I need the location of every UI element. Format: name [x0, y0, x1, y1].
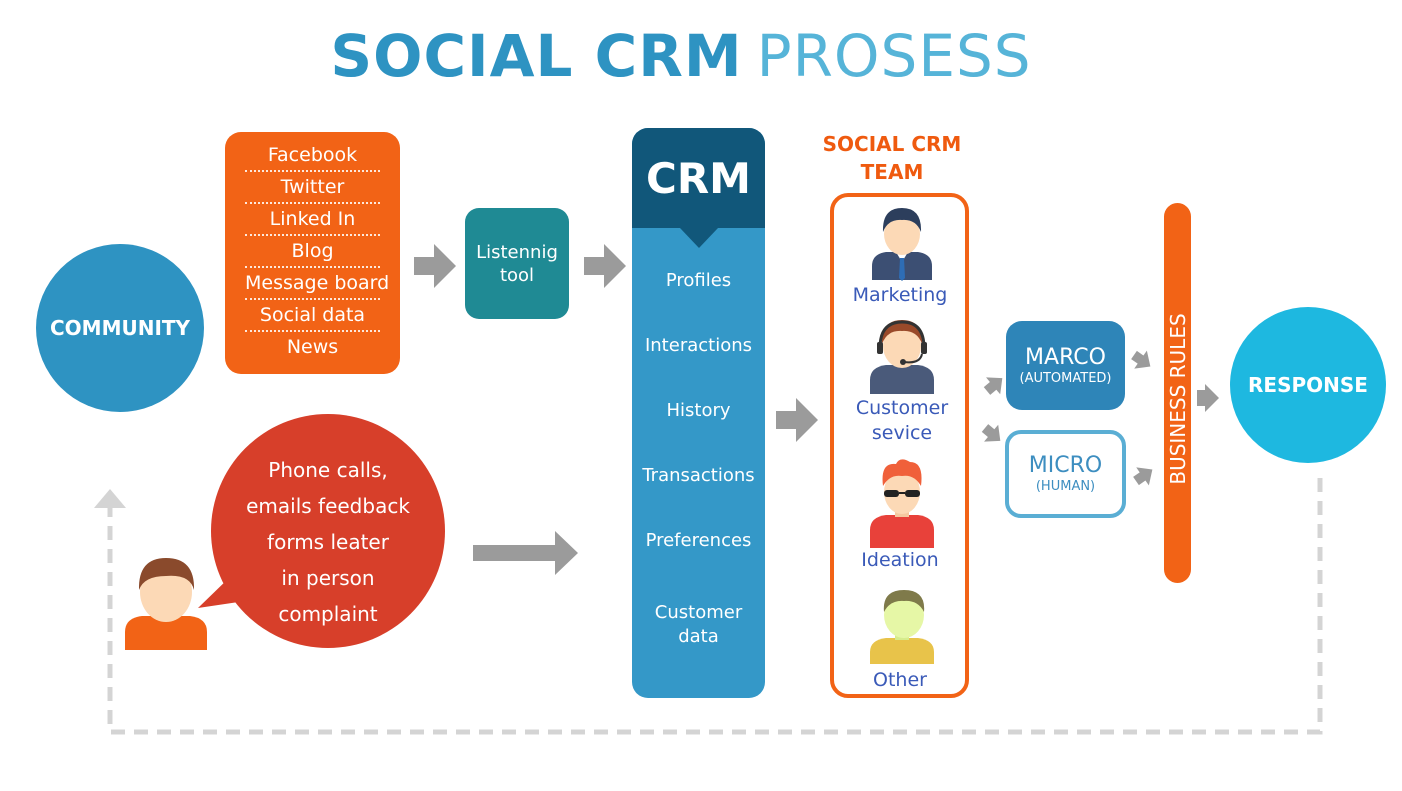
arrow-crm-to-team [776, 398, 818, 442]
marco-node: MARCO (AUTOMATED) [1006, 321, 1125, 410]
crm-heading: CRM [632, 128, 765, 228]
listening-tool-line2: tool [499, 264, 535, 286]
source-social-data: Social data [245, 300, 380, 332]
crm-item-customer-data-line1: Customer [654, 602, 743, 623]
community-label: COMMUNITY [49, 316, 191, 340]
arrow-marco-to-rules [1131, 350, 1151, 369]
offline-line-5: complaint [278, 602, 378, 626]
micro-node: MICRO (HUMAN) [1005, 430, 1126, 518]
response-node: RESPONSE [1230, 307, 1386, 463]
arrow-rules-to-response [1197, 384, 1219, 412]
marco-subtitle: (AUTOMATED) [1019, 370, 1112, 386]
team-label-customer-service-line2: sevice [871, 422, 933, 444]
arrow-team-to-marco [983, 377, 1003, 395]
social-sources-box: Facebook Twitter Linked In Blog Message … [225, 132, 400, 374]
crm-item-interactions: Interactions [644, 335, 753, 356]
community-node: COMMUNITY [36, 244, 204, 412]
ideation-avatar-icon [870, 459, 934, 548]
crm-item-transactions: Transactions [642, 465, 755, 486]
offline-line-2: emails feedback [246, 494, 410, 518]
team-title-line1: SOCIAL CRM [822, 132, 962, 156]
source-blog: Blog [245, 236, 380, 268]
business-rules-bar [1164, 203, 1191, 583]
offline-line-4: in person [281, 566, 375, 590]
team-title: SOCIAL CRM TEAM [812, 130, 972, 186]
source-twitter: Twitter [245, 172, 380, 204]
response-label: RESPONSE [1248, 373, 1368, 397]
source-linkedin: Linked In [245, 204, 380, 236]
team-box [830, 193, 969, 698]
micro-title: MICRO [1028, 453, 1103, 478]
offline-channels-text: Phone calls, emails feedback forms leate… [211, 452, 445, 632]
offline-line-3: forms leater [267, 530, 389, 554]
bubble-tail [198, 575, 252, 608]
source-news: News [286, 336, 339, 358]
listening-tool-line1: Listennig [476, 241, 558, 263]
listening-tool-node: Listennig tool [465, 208, 569, 319]
customer-service-avatar-icon [870, 320, 934, 394]
team-label-ideation: Ideation [861, 549, 939, 571]
arrow-offline-to-crm [473, 531, 578, 575]
crm-heading-notch [680, 228, 718, 248]
arrow-sources-to-listening [414, 244, 456, 288]
feedback-loop-dashed-line [107, 478, 1323, 735]
crm-column: CRM Profiles Interactions History Transa… [632, 128, 765, 698]
team-label-marketing: Marketing [852, 284, 948, 306]
source-message-board: Message board [245, 268, 389, 300]
marco-title: MARCO [1025, 344, 1106, 370]
offline-line-1: Phone calls, [268, 458, 388, 482]
source-facebook: Facebook [245, 140, 380, 172]
offline-channels-bubble [211, 414, 445, 648]
team-label-customer-service-line1: Customer [855, 397, 949, 419]
team-label-other: Other [873, 669, 927, 691]
micro-subtitle: (HUMAN) [1035, 479, 1096, 494]
team-title-line2: TEAM [860, 160, 924, 184]
crm-item-customer-data-line2: data [678, 626, 719, 647]
title-light: PROSESS [756, 22, 1032, 90]
arrow-micro-to-rules [1133, 467, 1153, 486]
arrow-listening-to-crm [584, 244, 626, 288]
crm-item-history: History [666, 400, 731, 421]
crm-item-profiles: Profiles [665, 270, 732, 291]
other-avatar-icon [870, 590, 934, 664]
customer-avatar-icon [125, 558, 207, 650]
marketing-avatar-icon [872, 208, 932, 281]
arrow-team-to-micro [981, 424, 1001, 442]
title-bold: SOCIAL CRM [330, 22, 743, 90]
crm-item-preferences: Preferences [645, 530, 752, 551]
feedback-loop-arrowhead [94, 489, 126, 508]
